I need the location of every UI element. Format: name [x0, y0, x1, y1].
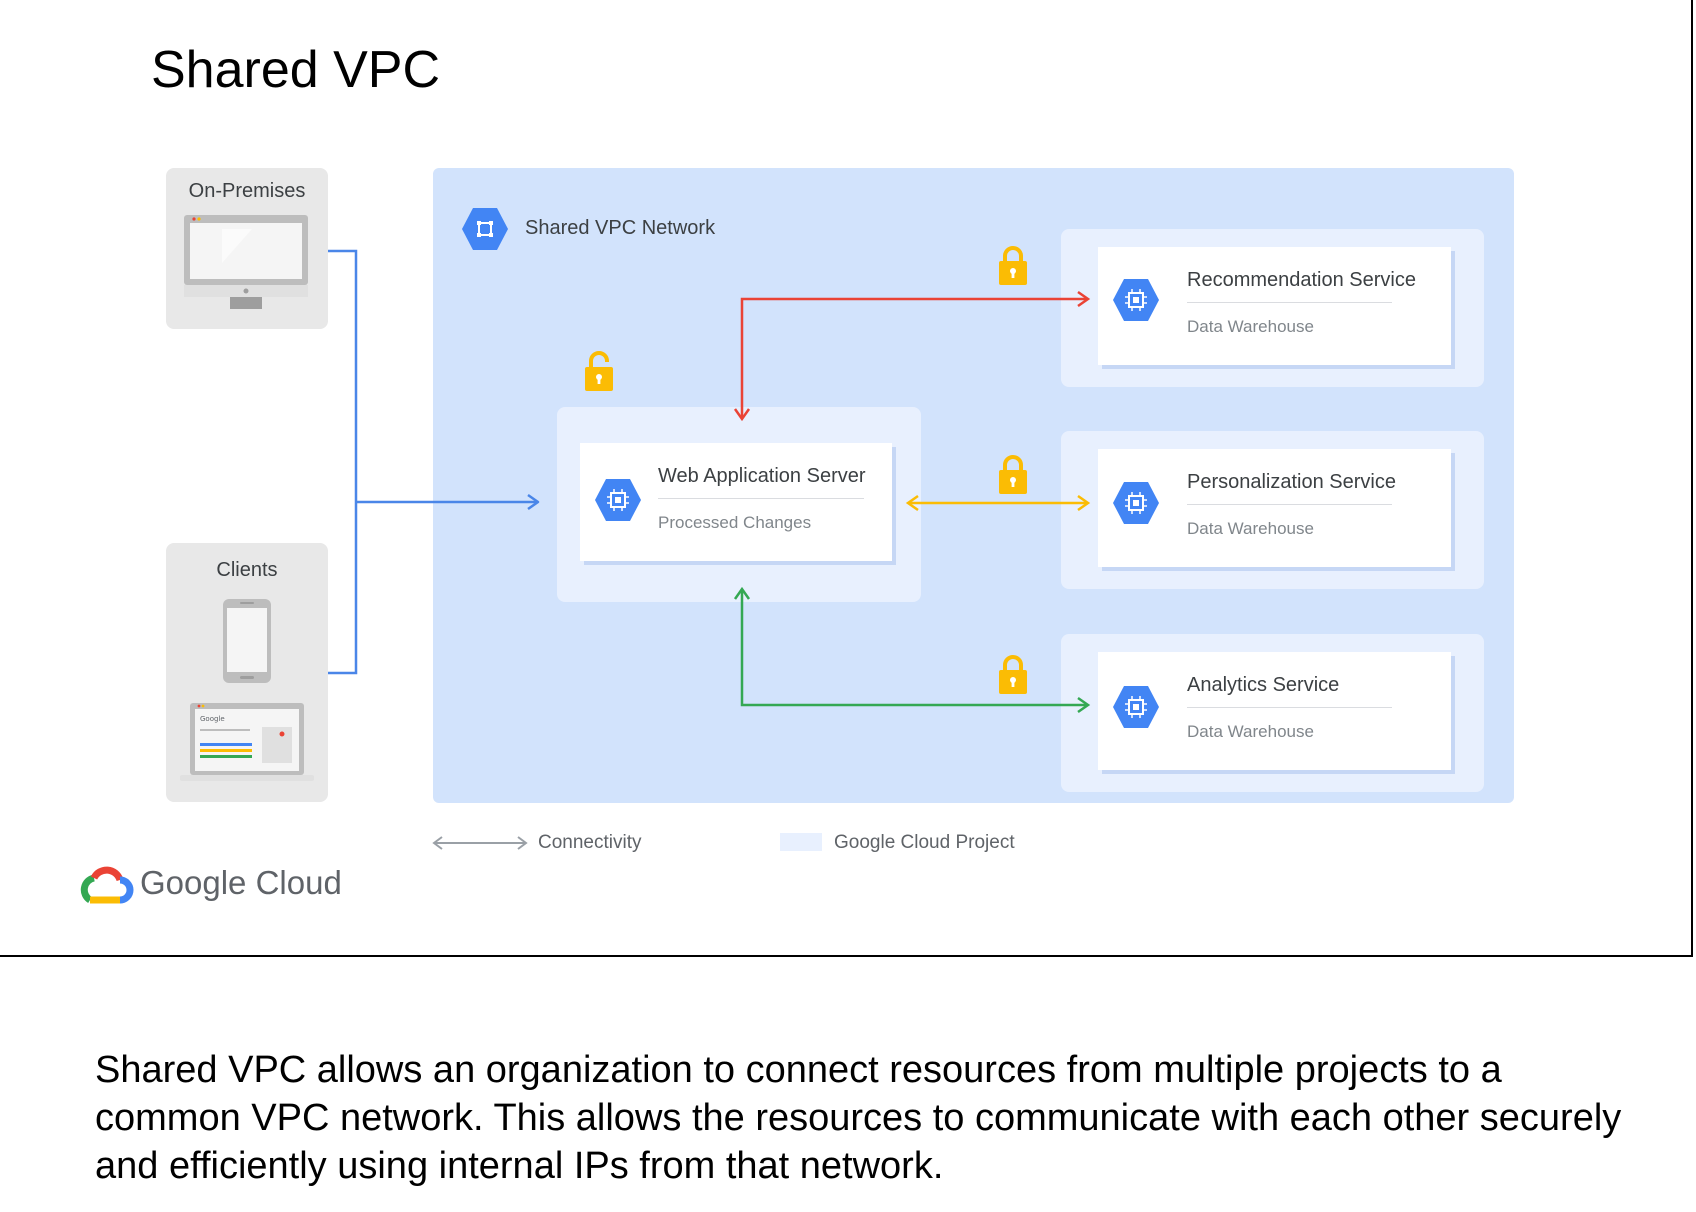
card-divider	[658, 498, 864, 499]
slide: Shared VPC On-Premises Clients G	[0, 0, 1693, 957]
personalization-service-title: Personalization Service	[1187, 471, 1396, 493]
analytics-service-subtitle: Data Warehouse	[1187, 722, 1314, 741]
shared-vpc-network-label: Shared VPC Network	[525, 217, 716, 239]
analytics-service-card: Analytics Service Data Warehouse	[1098, 652, 1451, 770]
connectivity-legend-icon	[432, 836, 528, 850]
shared-vpc-network-icon	[462, 208, 508, 250]
connector-overlay	[80, 246, 1091, 904]
web-app-server-card: Web Application Server Processed Changes	[580, 443, 892, 561]
analytics-service-title: Analytics Service	[1187, 674, 1340, 696]
analytics-connector	[733, 586, 1091, 714]
google-cloud-logo-icon	[80, 866, 134, 904]
personalization-connector	[905, 494, 1091, 512]
card-divider	[1187, 302, 1392, 303]
lock-closed-icon	[999, 655, 1027, 694]
card-divider	[1187, 707, 1392, 708]
recommendation-service-card: Recommendation Service Data Warehouse	[1098, 247, 1451, 365]
recommendation-service-title: Recommendation Service	[1187, 269, 1416, 291]
recommendation-service-subtitle: Data Warehouse	[1187, 317, 1314, 336]
connectivity-legend-label: Connectivity	[538, 832, 642, 853]
compute-engine-icon	[1113, 279, 1159, 321]
lock-open-icon	[585, 351, 613, 391]
slide-caption: Shared VPC allows an organization to con…	[95, 1049, 1622, 1187]
personalization-service-card: Personalization Service Data Warehouse	[1098, 449, 1451, 567]
web-app-server-title: Web Application Server	[658, 465, 866, 487]
personalization-service-subtitle: Data Warehouse	[1187, 519, 1314, 538]
laptop-icon: Google	[180, 703, 314, 781]
recommendation-connector	[733, 290, 1091, 422]
clients-label: Clients	[216, 559, 278, 581]
card-divider	[1187, 504, 1392, 505]
project-legend-swatch	[780, 833, 822, 851]
svg-text:Google: Google	[200, 715, 225, 723]
on-premises-panel: On-Premises	[166, 168, 328, 329]
compute-engine-icon	[1113, 686, 1159, 728]
project-legend-label: Google Cloud Project	[834, 832, 1015, 853]
desktop-monitor-icon	[184, 215, 308, 309]
mobile-phone-icon	[223, 599, 271, 683]
google-cloud-logo-text: Google Cloud	[140, 864, 342, 901]
slide-title: Shared VPC	[151, 41, 441, 99]
compute-engine-icon	[595, 479, 641, 521]
web-app-server-subtitle: Processed Changes	[658, 513, 812, 532]
lock-closed-icon	[999, 246, 1027, 285]
lock-closed-icon	[999, 455, 1027, 494]
compute-engine-icon	[1113, 482, 1159, 524]
on-premises-label: On-Premises	[188, 180, 306, 202]
client-connector	[328, 249, 540, 675]
clients-panel: Clients Google	[166, 543, 328, 802]
